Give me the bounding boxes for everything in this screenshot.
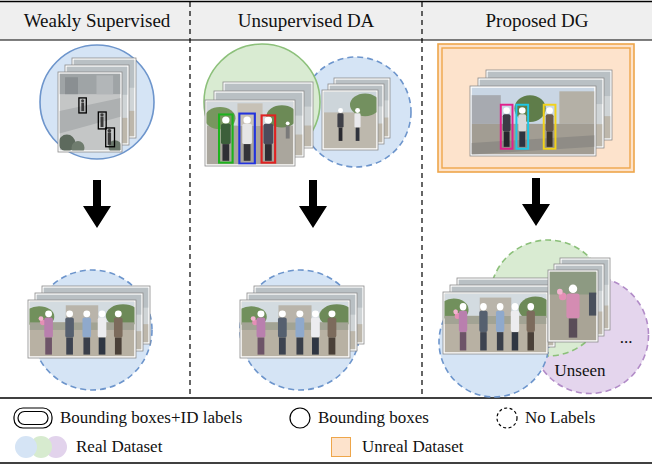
region-outline <box>532 277 649 394</box>
image-stack <box>548 258 610 342</box>
legend-icon <box>14 408 52 428</box>
synthetic-dataset-box <box>438 44 634 172</box>
image-stack <box>205 82 313 166</box>
image-stack <box>472 88 595 155</box>
image-stack <box>24 286 150 358</box>
region-label: Unseen <box>555 361 606 381</box>
down-arrow <box>522 178 550 226</box>
text-anchor: Bounding boxes+ID labels <box>60 408 242 428</box>
text-anchor: No Labels <box>525 408 595 428</box>
synthetic-dataset-box <box>438 44 634 172</box>
header-band <box>0 2 652 40</box>
text-anchor: Proposed DG <box>486 10 589 32</box>
image-stack <box>470 70 612 156</box>
image-stack <box>324 92 381 149</box>
down-arrow <box>83 178 550 228</box>
legend-text: No Labels <box>525 408 595 428</box>
image-stack <box>205 102 298 165</box>
rule-line <box>0 397 652 399</box>
down-arrow <box>83 180 111 228</box>
column-title: Unsupervised DA <box>238 10 375 32</box>
synthetic-dataset-box <box>442 48 630 168</box>
image-stack <box>322 78 390 150</box>
column-title: Proposed DG <box>486 10 589 32</box>
image-stack <box>470 86 596 156</box>
legend-icon <box>14 408 517 428</box>
legend-text: Bounding boxes <box>318 408 429 428</box>
legend-icon <box>18 412 48 425</box>
text-anchor: Real Dataset <box>76 437 162 457</box>
legend-swatch <box>15 436 37 458</box>
legend-swatch <box>331 437 351 457</box>
text-anchor: Unsupervised DA <box>238 10 375 32</box>
image-stack <box>59 74 122 155</box>
image-stack <box>58 58 136 154</box>
legend-text: Unreal Dataset <box>362 437 463 457</box>
column-divider <box>189 2 190 398</box>
column-divider <box>421 2 422 398</box>
legend-icon <box>290 408 310 428</box>
image-stack <box>24 302 140 357</box>
column-title: Weakly Supervised <box>24 10 171 32</box>
rule-line <box>0 40 652 41</box>
legend-icon <box>497 408 517 428</box>
ellipsis-mark: ... <box>620 328 633 348</box>
image-stack <box>550 272 597 341</box>
column-divider <box>190 2 422 398</box>
image-stack <box>236 286 364 358</box>
down-arrow <box>299 180 327 228</box>
image-stack <box>548 270 598 342</box>
text-anchor: Weakly Supervised <box>24 10 171 32</box>
image-stack <box>439 278 562 354</box>
header-band <box>0 2 652 40</box>
rule-line <box>0 1 652 3</box>
text-anchor: Unseen <box>555 361 606 381</box>
legend-text: Bounding boxes+ID labels <box>60 408 242 428</box>
rule-line <box>0 462 652 464</box>
labelled-dataset-circle <box>40 45 154 159</box>
image-stack <box>439 294 552 353</box>
legend-text: Real Dataset <box>76 437 162 457</box>
text-anchor: Unreal Dataset <box>362 437 463 457</box>
text-anchor: Bounding boxes <box>318 408 429 428</box>
image-stack <box>236 302 355 357</box>
text-anchor: ... <box>620 328 633 348</box>
